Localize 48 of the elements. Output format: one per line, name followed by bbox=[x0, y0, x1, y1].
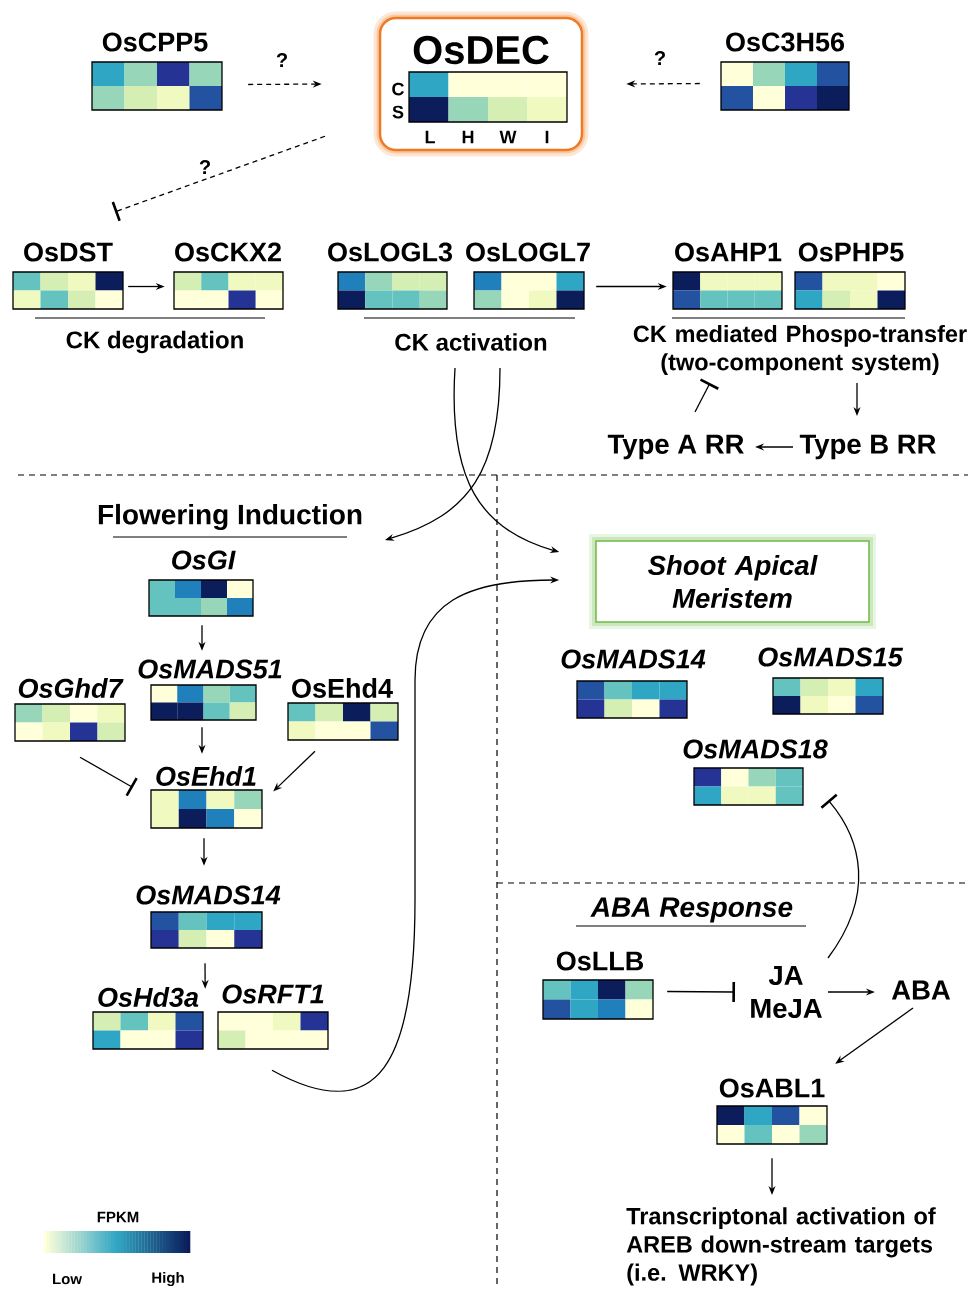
section-heading: ABA Response bbox=[590, 897, 793, 923]
edge-label: ? bbox=[274, 52, 290, 68]
inhibition-line bbox=[111, 135, 326, 222]
gene-label: OsRFT1 bbox=[222, 984, 324, 1004]
group-label: CK degradation bbox=[66, 330, 243, 354]
edge-label: ? bbox=[197, 159, 213, 175]
label-text: ABA bbox=[891, 980, 951, 1000]
gene-label: OsMADS18 bbox=[683, 739, 828, 759]
scale-title: FPKM bbox=[97, 1211, 139, 1223]
gene-label: OsHd3a bbox=[98, 987, 199, 1007]
gene-label: OsGI bbox=[172, 550, 236, 570]
gene-label: OsC3H56 bbox=[726, 32, 845, 52]
gene-label: OsGhd7 bbox=[18, 678, 124, 698]
axis-label: I bbox=[545, 130, 549, 144]
gene-label: OsDST bbox=[24, 242, 113, 262]
label-text: Type B RR bbox=[799, 434, 936, 460]
axis-label: S bbox=[392, 105, 404, 119]
gene-label: OsMADS14 bbox=[561, 649, 706, 669]
gene-label: OsCKX2 bbox=[175, 242, 281, 262]
gene-label: OsABL1 bbox=[719, 1078, 825, 1098]
gene-label: OsLLB bbox=[556, 951, 644, 971]
highlight-box: Shoot Apical Meristem bbox=[589, 534, 876, 629]
gene-label: OsMADS51 bbox=[138, 659, 282, 679]
gene-label: OsEhd4 bbox=[292, 678, 393, 698]
label-text: CK activation bbox=[395, 333, 547, 351]
heatmap-title: OsDEC bbox=[413, 35, 549, 65]
gene-label: OsLOGL3 bbox=[328, 242, 453, 262]
label-text: Flowering Induction bbox=[98, 503, 362, 531]
axis-label: C bbox=[392, 82, 404, 96]
gene-label: OsAHP1 bbox=[675, 242, 782, 262]
gene-label: OsMADS15 bbox=[758, 647, 904, 667]
gene-label: OsPHP5 bbox=[798, 242, 904, 262]
inhibition-line bbox=[666, 981, 736, 1002]
label-text: Type A RR bbox=[607, 434, 744, 460]
scale-label: High bbox=[152, 1272, 184, 1287]
axis-label: W bbox=[499, 130, 517, 144]
axis-label: H bbox=[462, 130, 474, 144]
gene-label: OsLOGL7 bbox=[466, 242, 590, 262]
label-text: Transcriptonal activation of AREB down-stream targets (i.e. WRKY) bbox=[626, 1207, 936, 1286]
scale-label: Low bbox=[53, 1273, 82, 1285]
label-text: CK mediated Phospo-transfer (two-component system) bbox=[633, 324, 967, 376]
gene-label: OsMADS14 bbox=[136, 885, 281, 905]
edge-label: ? bbox=[652, 50, 668, 66]
gene-label: OsCPP5 bbox=[102, 32, 208, 52]
label-text: JA MeJA bbox=[751, 965, 822, 1019]
gene-label: OsEhd1 bbox=[156, 766, 256, 786]
inhibition-line bbox=[694, 378, 719, 413]
axis-label: L bbox=[425, 130, 435, 144]
